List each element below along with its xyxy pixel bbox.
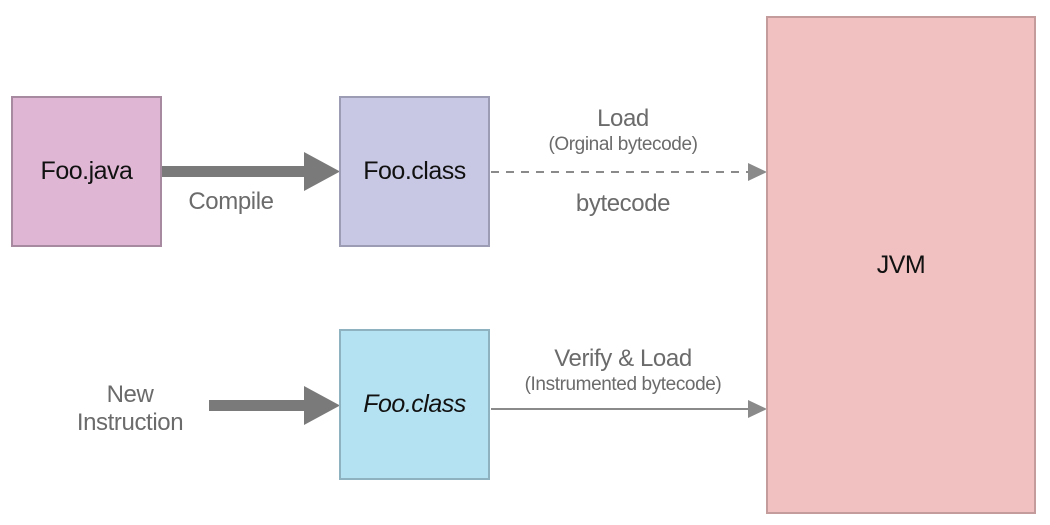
- load-arrow: [491, 163, 767, 181]
- foo-class-instrumented-label: Foo.class: [363, 390, 466, 418]
- foo-class-label: Foo.class: [363, 157, 466, 185]
- load-label: Load: [597, 105, 649, 132]
- new-instruction-arrow: [209, 386, 340, 425]
- foo-java-node: Foo.java: [11, 96, 162, 247]
- compile-label: Compile: [188, 188, 274, 215]
- foo-class-node: Foo.class: [339, 96, 490, 247]
- new-instruction-line2: Instruction: [76, 409, 184, 436]
- verify-load-label: Verify & Load: [554, 345, 692, 372]
- bytecode-label: bytecode: [575, 190, 671, 217]
- new-instruction-line1: New: [106, 381, 154, 408]
- jvm-label: JVM: [876, 250, 926, 279]
- verify-load-sublabel: (Instrumented bytecode): [524, 374, 722, 395]
- jvm-node: JVM: [766, 16, 1036, 514]
- foo-class-instrumented-node: Foo.class: [339, 329, 490, 480]
- foo-java-label: Foo.java: [40, 157, 133, 185]
- new-instruction-label: New Instruction: [50, 381, 210, 437]
- load-sublabel: (Orginal bytecode): [548, 134, 698, 155]
- verify-load-arrow: [491, 400, 767, 418]
- compile-arrow: [162, 152, 340, 191]
